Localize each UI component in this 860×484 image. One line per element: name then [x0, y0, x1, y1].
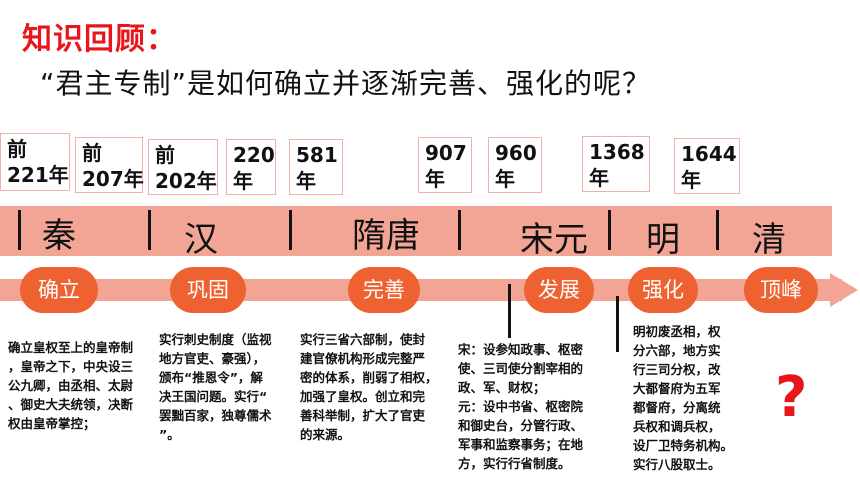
timeline-tick: [716, 210, 719, 250]
year-line1: 前: [7, 137, 27, 161]
year-line2: 年: [589, 166, 609, 190]
desc-line: 大都督府为五军: [633, 381, 721, 396]
desc-line: 公九卿，由丞相、太尉: [8, 378, 134, 393]
dynasty-ming: 明: [646, 220, 680, 260]
desc-line: 的来源。: [300, 427, 351, 442]
year-box: 前 221年: [0, 133, 70, 191]
desc-line: 分六部，地方实: [633, 343, 721, 358]
question-text: “君主专制”是如何确立并逐渐完善、强化的呢？: [40, 67, 652, 100]
year-box: 960 年: [488, 137, 542, 193]
desc-line: 实行八股取士。: [633, 457, 721, 472]
timeline-tick: [289, 210, 292, 250]
desc-line: 军事和监察事务；在地: [458, 437, 584, 452]
desc-line: 元：设中书省、枢密院: [458, 399, 584, 414]
desc-line: 地方官吏、豪强），: [159, 351, 266, 366]
desc-line: 设厂卫特务机构。: [633, 438, 734, 453]
desc-line: 使、三司使分割宰相的: [458, 361, 584, 376]
year-line1: 220: [233, 143, 275, 167]
year-line2: 202年: [155, 169, 217, 193]
year-box: 1368 年: [582, 136, 650, 192]
desc-ming: 明初废丞相，权 分六部，地方实 行三司分权，改 大都督府为五军 都督府，分离统 …: [633, 322, 751, 474]
year-line2: 年: [296, 169, 316, 193]
desc-line: ，皇帝之下，中央设三: [8, 359, 134, 374]
page-title: 知识回顾：: [22, 22, 177, 57]
desc-line: 方，实行行省制度。: [458, 456, 571, 471]
year-line2: 年: [681, 168, 701, 192]
desc-line: 政、军、财权；: [458, 380, 546, 395]
dynasty-qin: 秦: [42, 216, 76, 256]
year-box: 220 年: [226, 139, 276, 195]
desc-line: 密的体系，削弱了相权，: [300, 370, 438, 385]
desc-line: 确立皇权至上的皇帝制: [8, 340, 134, 355]
desc-line: 和御史台，分管行政、: [458, 418, 584, 433]
connector-line: [508, 284, 511, 338]
desc-line: 善科举制，扩大了官吏: [300, 408, 426, 423]
desc-line: 明初废丞相，权: [633, 324, 721, 339]
timeline-tick: [458, 210, 461, 250]
year-line2: 年: [233, 169, 253, 193]
desc-suitang: 实行三省六部制，使封 建官僚机构形成完整严 密的体系，削弱了相权， 加强了皇权。…: [300, 330, 452, 444]
timeline-tick: [148, 210, 151, 250]
timeline-tick: [18, 210, 21, 250]
timeline-tick: [608, 210, 611, 250]
desc-line: 实行三省六部制，使封: [300, 332, 426, 347]
dynasty-songyuan: 宋元: [520, 220, 588, 260]
year-line1: 581: [296, 143, 338, 167]
year-line1: 1368: [589, 140, 645, 164]
year-box: 581 年: [289, 139, 343, 195]
year-line2: 221年: [7, 163, 69, 187]
year-line1: 前: [82, 141, 102, 165]
stage-develop: 发展: [524, 267, 594, 313]
year-line1: 907: [425, 141, 467, 165]
desc-line: 决王国问题。实行“: [159, 389, 268, 404]
desc-line: ”。: [159, 427, 180, 442]
stage-arrow: [0, 279, 842, 301]
year-box: 1644 年: [674, 138, 740, 194]
year-box: 前 207年: [75, 137, 144, 193]
desc-line: 宋：设参知政事、枢密: [458, 342, 584, 357]
year-line2: 年: [425, 167, 445, 191]
desc-han: 实行刺史制度（监视 地方官吏、豪强）， 颁布“推恩令”，解 决王国问题。实行“ …: [159, 330, 297, 444]
stage-consolidate: 巩固: [170, 267, 246, 313]
stage-peak: 顶峰: [744, 267, 818, 313]
dynasty-qing: 清: [752, 220, 786, 260]
desc-qin: 确立皇权至上的皇帝制 ，皇帝之下，中央设三 公九卿，由丞相、太尉 、御史大夫统领…: [8, 338, 158, 433]
connector-line: [616, 296, 619, 352]
arrow-head-icon: [830, 273, 858, 307]
desc-line: 都督府，分离统: [633, 400, 721, 415]
desc-line: 、御史大夫统领，决断: [8, 397, 134, 412]
desc-line: 建官僚机构形成完整严: [300, 351, 426, 366]
dynasty-band: [0, 206, 832, 256]
question-mark-icon: ?: [775, 365, 808, 430]
desc-line: 权由皇帝掌控；: [8, 416, 96, 431]
year-box: 前 202年: [148, 139, 218, 195]
desc-line: 加强了皇权。创立和完: [300, 389, 426, 404]
desc-line: 兵权和调兵权，: [633, 419, 721, 434]
desc-songyuan: 宋：设参知政事、枢密 使、三司使分割宰相的 政、军、财权； 元：设中书省、枢密院…: [458, 340, 608, 473]
year-line1: 1644: [681, 142, 737, 166]
desc-line: 罢黜百家，独尊儒术: [159, 408, 272, 423]
stage-improve: 完善: [348, 267, 420, 313]
dynasty-suitang: 隋唐: [352, 216, 420, 256]
year-line2: 年: [495, 167, 515, 191]
year-line1: 前: [155, 143, 175, 167]
stage-establish: 确立: [20, 267, 98, 313]
desc-line: 行三司分权，改: [633, 362, 721, 377]
year-line1: 960: [495, 141, 537, 165]
year-box: 907 年: [418, 137, 472, 193]
desc-line: 实行刺史制度（监视: [159, 332, 272, 347]
dynasty-han: 汉: [184, 220, 218, 260]
year-line2: 207年: [82, 167, 144, 191]
desc-line: 颁布“推恩令”，解: [159, 370, 263, 385]
stage-strengthen: 强化: [628, 267, 698, 313]
